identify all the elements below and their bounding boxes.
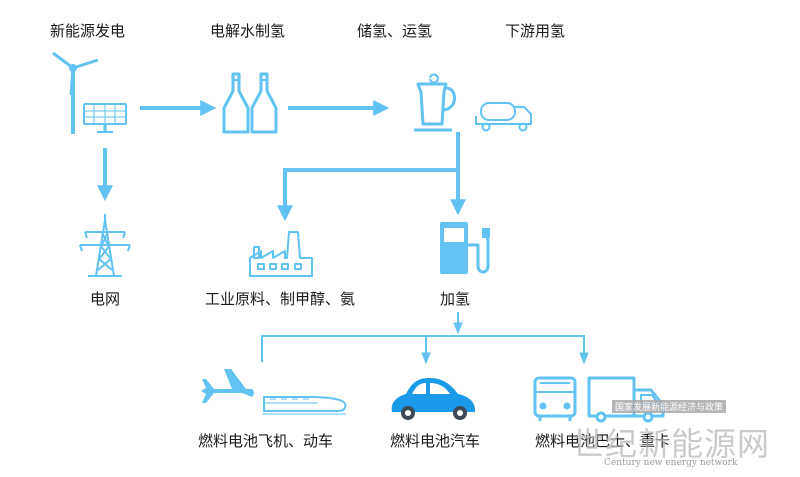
distribution-bus <box>261 335 589 365</box>
watermark-tag: 国家发展新能源经济与政策 <box>612 400 727 413</box>
car-icon <box>391 378 476 420</box>
label-bus-truck: 燃料电池巴士、重卡 <box>535 432 671 450</box>
connectors <box>97 100 466 222</box>
fuel-pump-icon <box>440 222 490 274</box>
power-tower-icon <box>79 214 131 277</box>
label-aviation-rail: 燃料电池飞机、动车 <box>198 432 334 450</box>
label-renewable-power: 新能源发电 <box>50 22 126 40</box>
storage-tank-truck-icon <box>414 73 532 132</box>
watermark-subtitle: Century new energy network <box>604 458 738 468</box>
label-refueling: 加氢 <box>440 290 471 308</box>
watermark-logo: 世纪新能源网 <box>572 425 771 463</box>
wind-solar-icon <box>52 51 127 134</box>
label-storage-transport: 储氢、运氢 <box>357 22 433 40</box>
plane-train-icon <box>201 369 347 415</box>
distribution-lines <box>261 312 589 365</box>
hydrogen-bottles-icon <box>222 72 278 134</box>
bus-truck-icon <box>533 376 665 423</box>
arrow-storage-to-industrial <box>277 168 458 222</box>
label-industrial: 工业原料、制甲醇、氨 <box>205 290 356 308</box>
label-grid: 电网 <box>90 290 121 308</box>
factory-icon <box>249 231 313 277</box>
label-electrolysis: 电解水制氢 <box>210 22 286 40</box>
label-downstream: 下游用氢 <box>505 22 566 40</box>
label-fuel-cell-car: 燃料电池汽车 <box>390 432 481 450</box>
